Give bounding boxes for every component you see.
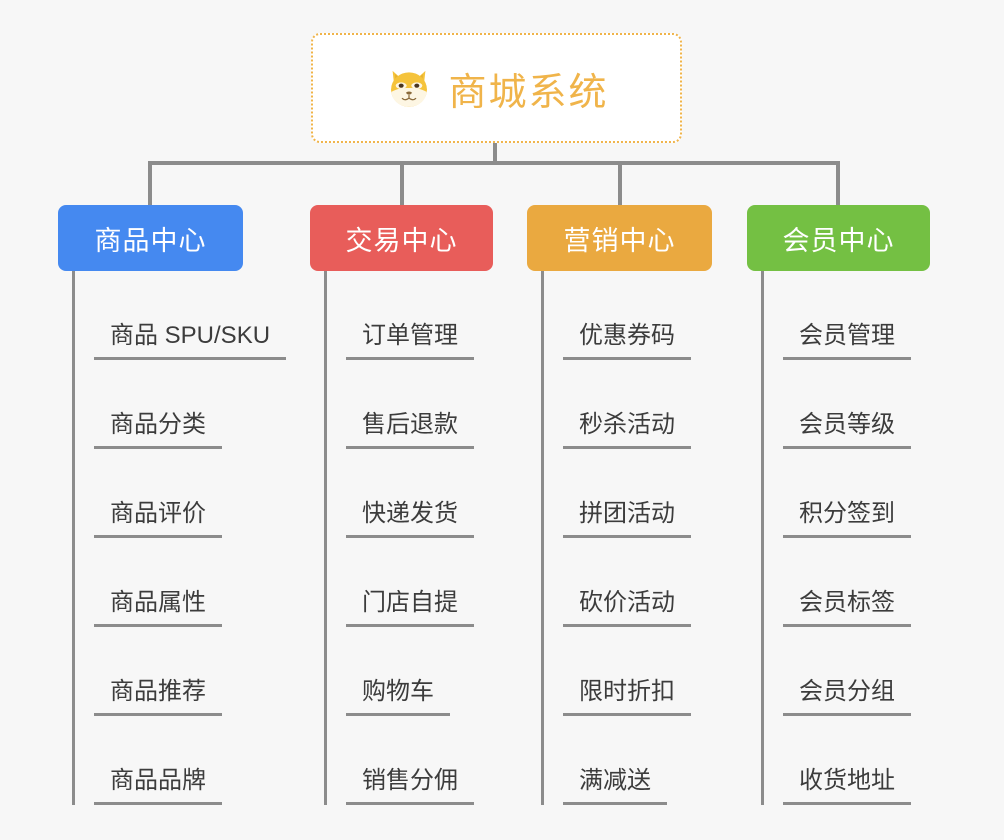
list-item[interactable]: 商品推荐	[72, 627, 303, 716]
category-column-1: 商品中心 商品 SPU/SKU 商品分类 商品评价 商品属性 商品推荐 商品品牌	[58, 205, 303, 805]
root-title: 商城系统	[448, 71, 609, 114]
category-header-4[interactable]: 会员中心	[747, 205, 930, 271]
category-1-items: 商品 SPU/SKU 商品分类 商品评价 商品属性 商品推荐 商品品牌	[58, 271, 303, 805]
connector-drop-1	[148, 161, 152, 205]
list-item[interactable]: 门店自提	[324, 538, 555, 627]
category-header-4-label: 会员中心	[782, 225, 895, 256]
list-item[interactable]: 商品评价	[72, 449, 303, 538]
list-item[interactable]: 限时折扣	[541, 627, 772, 716]
leaf-label: 满减送	[563, 767, 667, 805]
category-2-items: 订单管理 售后退款 快递发货 门店自提 购物车 销售分佣	[310, 271, 555, 805]
category-header-3[interactable]: 营销中心	[527, 205, 712, 271]
connector-root-stem	[493, 143, 497, 163]
root-node[interactable]: 商城系统	[311, 33, 682, 143]
leaf-label: 秒杀活动	[563, 411, 691, 449]
category-2-rail	[324, 271, 327, 805]
list-item[interactable]: 商品 SPU/SKU	[72, 271, 303, 360]
leaf-label: 砍价活动	[563, 589, 691, 627]
connector-drop-3	[618, 161, 622, 205]
category-4-items: 会员管理 会员等级 积分签到 会员标签 会员分组 收货地址	[747, 271, 992, 805]
leaf-label: 售后退款	[346, 411, 474, 449]
list-item[interactable]: 销售分佣	[324, 716, 555, 805]
category-3-items: 优惠券码 秒杀活动 拼团活动 砍价活动 限时折扣 满减送	[527, 271, 772, 805]
category-4-rail	[761, 271, 764, 805]
category-1-rail	[72, 271, 75, 805]
list-item[interactable]: 快递发货	[324, 449, 555, 538]
leaf-label: 商品评价	[94, 500, 222, 538]
list-item[interactable]: 会员标签	[761, 538, 992, 627]
leaf-label: 会员等级	[783, 411, 911, 449]
leaf-label: 会员标签	[783, 589, 911, 627]
leaf-label: 商品 SPU/SKU	[94, 322, 287, 360]
list-item[interactable]: 订单管理	[324, 271, 555, 360]
category-header-3-label: 营销中心	[563, 225, 676, 256]
leaf-label: 限时折扣	[563, 678, 691, 716]
category-header-1[interactable]: 商品中心	[58, 205, 243, 271]
list-item[interactable]: 会员等级	[761, 360, 992, 449]
category-column-2: 交易中心 订单管理 售后退款 快递发货 门店自提 购物车 销售分佣	[310, 205, 555, 805]
list-item[interactable]: 优惠券码	[541, 271, 772, 360]
list-item[interactable]: 积分签到	[761, 449, 992, 538]
category-header-1-label: 商品中心	[94, 225, 207, 256]
shiba-dog-face-icon	[384, 63, 434, 113]
leaf-label: 拼团活动	[563, 500, 691, 538]
leaf-label: 商品推荐	[94, 678, 222, 716]
leaf-label: 积分签到	[783, 500, 911, 538]
leaf-label: 销售分佣	[346, 767, 474, 805]
category-column-3: 营销中心 优惠券码 秒杀活动 拼团活动 砍价活动 限时折扣 满减送	[527, 205, 772, 805]
category-3-rail	[541, 271, 544, 805]
leaf-label: 购物车	[346, 678, 450, 716]
category-header-2[interactable]: 交易中心	[310, 205, 493, 271]
list-item[interactable]: 秒杀活动	[541, 360, 772, 449]
list-item[interactable]: 满减送	[541, 716, 772, 805]
list-item[interactable]: 商品分类	[72, 360, 303, 449]
connector-horizontal-bus	[148, 161, 840, 165]
leaf-label: 优惠券码	[563, 322, 691, 360]
list-item[interactable]: 购物车	[324, 627, 555, 716]
connector-drop-2	[400, 161, 404, 205]
leaf-label: 商品品牌	[94, 767, 222, 805]
list-item[interactable]: 收货地址	[761, 716, 992, 805]
leaf-label: 门店自提	[346, 589, 474, 627]
list-item[interactable]: 会员管理	[761, 271, 992, 360]
category-header-2-label: 交易中心	[345, 225, 458, 256]
leaf-label: 订单管理	[346, 322, 474, 360]
leaf-label: 会员管理	[783, 322, 911, 360]
list-item[interactable]: 商品品牌	[72, 716, 303, 805]
list-item[interactable]: 会员分组	[761, 627, 992, 716]
category-column-4: 会员中心 会员管理 会员等级 积分签到 会员标签 会员分组 收货地址	[747, 205, 992, 805]
leaf-label: 收货地址	[783, 767, 911, 805]
list-item[interactable]: 售后退款	[324, 360, 555, 449]
leaf-label: 快递发货	[346, 500, 474, 538]
list-item[interactable]: 商品属性	[72, 538, 303, 627]
leaf-label: 会员分组	[783, 678, 911, 716]
list-item[interactable]: 砍价活动	[541, 538, 772, 627]
list-item[interactable]: 拼团活动	[541, 449, 772, 538]
leaf-label: 商品属性	[94, 589, 222, 627]
leaf-label: 商品分类	[94, 411, 222, 449]
connector-drop-4	[836, 161, 840, 205]
